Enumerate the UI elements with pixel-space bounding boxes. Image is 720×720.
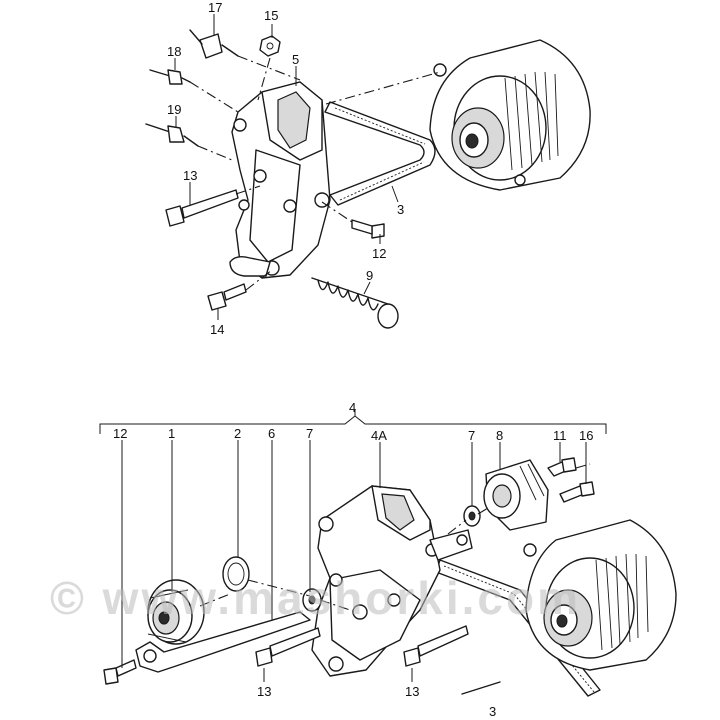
- group-bracket-4: [99, 415, 607, 434]
- spring-9: [311, 277, 399, 329]
- label-13-top: 13: [183, 168, 197, 183]
- callouts-top: [174, 14, 399, 320]
- assembly-guide-lines: [189, 55, 441, 291]
- top-assembly: 17 15 18 5 19 13 3 12 9 14: [145, 0, 591, 337]
- label-2: 2: [234, 426, 241, 441]
- label-13-bottom-right: 13: [405, 684, 419, 699]
- label-1: 1: [168, 426, 175, 441]
- bolt-11: [547, 457, 577, 477]
- labels-bottom: 4 12 1 2 6 7 4A 7 8 11 16 13 13 3: [113, 400, 593, 719]
- label-9: 9: [366, 268, 373, 283]
- label-18: 18: [167, 44, 181, 59]
- bolt-19: [145, 123, 199, 147]
- label-11: 11: [553, 428, 567, 443]
- label-4A: 4A: [371, 428, 387, 443]
- label-3-bottom: 3: [489, 704, 496, 719]
- label-15: 15: [264, 8, 278, 23]
- assembly-guide-lines-bottom: [199, 463, 591, 611]
- drive-belt-top: [324, 101, 436, 206]
- tensioner-bracket: [311, 485, 473, 677]
- bolt-13-bottom-left: [255, 627, 321, 667]
- bolt-16: [559, 481, 595, 503]
- label-3-top: 3: [397, 202, 404, 217]
- label-7-right: 7: [468, 428, 475, 443]
- tensioner-arm-6: [135, 611, 311, 673]
- alternator-bottom: [523, 519, 677, 671]
- bolt-12-top: [351, 219, 385, 239]
- label-19: 19: [167, 102, 181, 117]
- label-12-top: 12: [372, 246, 386, 261]
- label-4: 4: [349, 400, 356, 415]
- bolt-14: [207, 283, 247, 311]
- alternator-bracket: [229, 81, 331, 279]
- alternator-top: [429, 39, 591, 191]
- idler-pulley-1: [147, 579, 205, 645]
- callouts-bottom: [121, 440, 587, 682]
- washer-7-left: [302, 588, 322, 612]
- labels-top: 17 15 18 5 19 13 3 12 9 14: [167, 0, 404, 337]
- belt-tensioner-8: [483, 459, 549, 531]
- label-6: 6: [268, 426, 275, 441]
- label-16: 16: [579, 428, 593, 443]
- nut-15: [259, 35, 281, 57]
- label-13-bottom-left: 13: [257, 684, 271, 699]
- bottom-assembly: 4 12 1 2 6 7 4A 7 8 11 16 13 13 3: [99, 400, 677, 719]
- watermark: © www.mashorki.com: [50, 572, 581, 624]
- dust-cap-2: [222, 556, 250, 592]
- bolt-13-bottom-right: [403, 625, 469, 667]
- bolt-12-bottom: [103, 659, 137, 685]
- label-5: 5: [292, 52, 299, 67]
- label-12-bottom: 12: [113, 426, 127, 441]
- label-17: 17: [208, 0, 222, 15]
- stud-17: [189, 29, 239, 59]
- label-7-left: 7: [306, 426, 313, 441]
- bolt-18: [149, 69, 191, 85]
- label-8: 8: [496, 428, 503, 443]
- bolt-13-top: [165, 189, 239, 227]
- washer-7-right: [463, 505, 481, 527]
- label-14: 14: [210, 322, 224, 337]
